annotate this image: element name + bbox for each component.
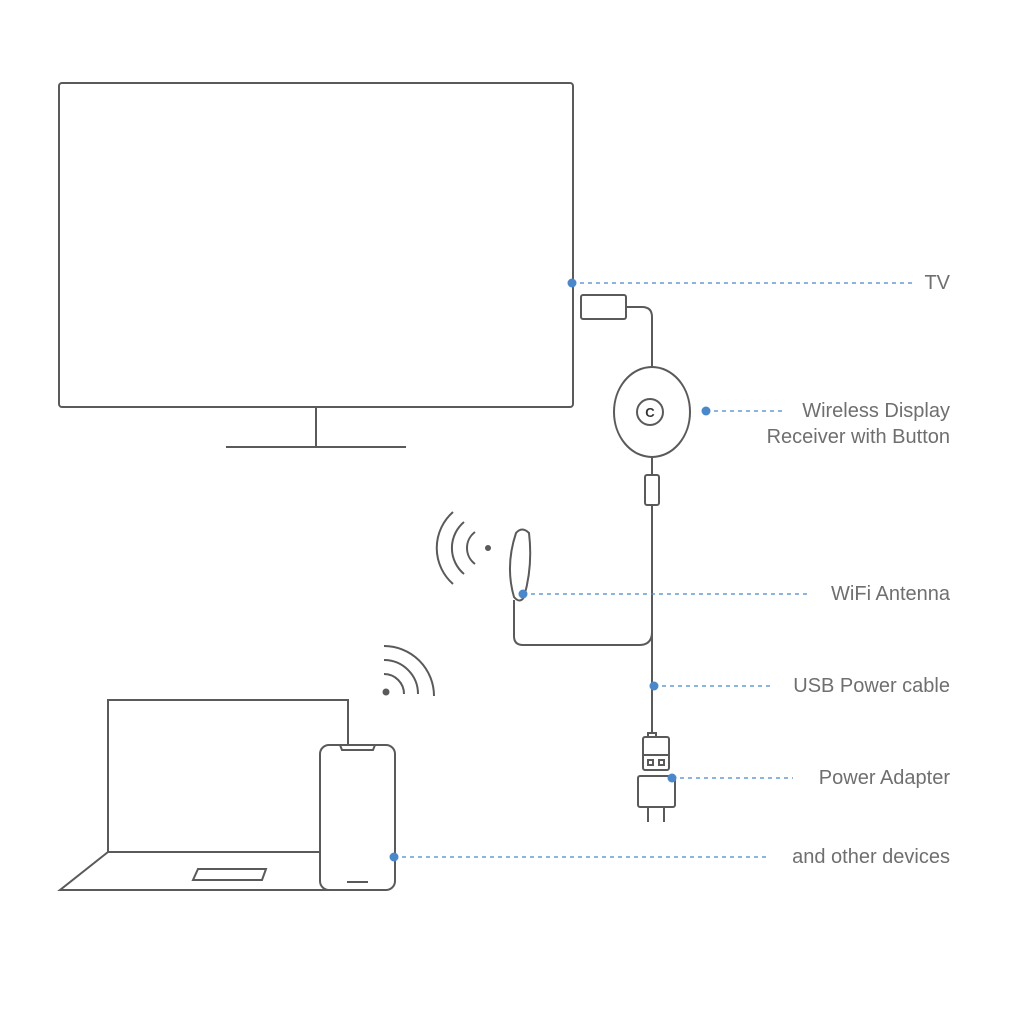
- phone-notch: [339, 744, 376, 751]
- label-antenna: WiFi Antenna: [831, 583, 950, 605]
- micro-usb-plug: [644, 474, 660, 506]
- dot-devices: [389, 852, 399, 862]
- hdmi-cable-line: [626, 306, 653, 368]
- leader-lines: [394, 282, 916, 858]
- dot-antenna: [518, 589, 528, 599]
- label-receiver-line1: Wireless Display: [802, 400, 950, 422]
- usb-a-plug: [642, 732, 670, 771]
- dot-usb-cable: [649, 681, 659, 691]
- wifi-antenna: [508, 528, 653, 646]
- antenna-body: [508, 528, 532, 602]
- power-adapter: [637, 775, 676, 822]
- label-usb-cable: USB Power cable: [793, 675, 950, 697]
- usb-cable: [644, 457, 660, 733]
- leader-dots: [389, 278, 711, 862]
- dot-adapter: [667, 773, 677, 783]
- antenna-cable: [513, 600, 653, 646]
- label-receiver: Wireless Display Receiver with Button: [767, 398, 950, 450]
- laptop-screen: [107, 699, 349, 853]
- laptop-illustration: [57, 699, 349, 891]
- label-tv: TV: [924, 272, 950, 294]
- label-receiver-line2: Receiver with Button: [766, 426, 950, 448]
- receiver-button: [636, 398, 664, 426]
- tv-screen: [58, 82, 574, 408]
- hdmi-cable: [580, 294, 653, 368]
- antenna-signal-icon: [435, 511, 491, 585]
- label-devices: and other devices: [792, 846, 950, 868]
- laptop-trackpad: [191, 868, 268, 881]
- dot-receiver: [701, 406, 711, 416]
- label-adapter: Power Adapter: [818, 767, 950, 789]
- adapter-body: [637, 775, 676, 808]
- laptop-base: [57, 851, 348, 891]
- phone-body: [319, 744, 396, 891]
- hdmi-plug: [580, 294, 627, 320]
- device-signal-icon: [382, 645, 435, 697]
- tv-illustration: [58, 82, 574, 448]
- receiver-logo: C: [645, 405, 655, 420]
- phone-illustration: [319, 744, 396, 891]
- dot-tv: [567, 278, 577, 288]
